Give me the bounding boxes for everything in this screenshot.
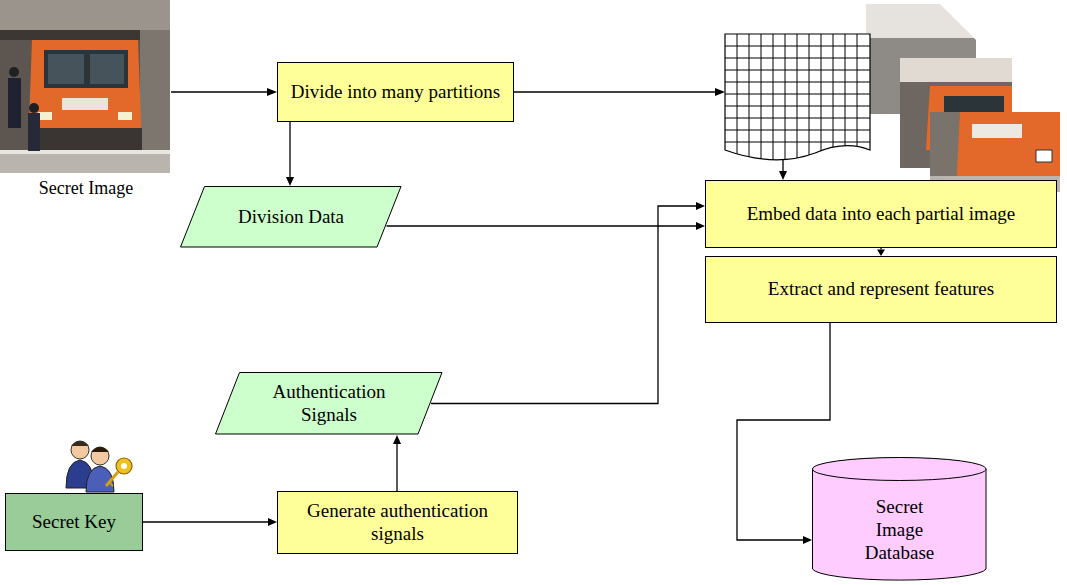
node-text: Authentication Signals	[254, 381, 404, 427]
arrow-head	[286, 177, 294, 186]
node-text: Extract and represent features	[768, 278, 994, 301]
text-holder: Division Data	[180, 186, 402, 248]
connector-line	[396, 444, 397, 491]
arrow-head	[696, 202, 705, 210]
text-holder: Secret Key	[6, 494, 142, 550]
connector	[143, 518, 277, 526]
text-holder: Authentication Signals	[215, 372, 443, 435]
text-holder: Extract and represent features	[706, 257, 1056, 322]
text-group: Divide into many partitions	[291, 81, 501, 104]
key-holder-icon	[66, 441, 132, 492]
arrow-head	[393, 435, 401, 444]
cylinder-top	[813, 458, 987, 481]
text-group: Embed data into each partial image	[747, 203, 1016, 226]
connector-line	[289, 122, 290, 177]
node-text: Division Data	[238, 206, 344, 229]
input-box: Secret Key	[5, 493, 143, 551]
arrow-head	[803, 536, 812, 544]
arrow-head	[268, 518, 277, 526]
train-photo	[0, 0, 170, 173]
node-text: Embed data into each partial image	[747, 203, 1016, 226]
connector-line	[880, 248, 881, 250]
data-parallelogram: Authentication Signals	[215, 372, 443, 435]
text-group: Generate authentication signals	[288, 500, 508, 546]
process-box: Extract and represent features	[705, 256, 1057, 323]
arrow-head	[696, 222, 705, 230]
parallelogram-shape	[216, 373, 443, 435]
partial-images	[866, 4, 1060, 192]
image-caption: Secret Image	[0, 178, 172, 200]
flow-arrow	[514, 88, 725, 96]
connector	[286, 122, 294, 186]
node-text: Generate authentication signals	[288, 500, 508, 546]
text-group: Authentication Signals	[254, 381, 404, 427]
process-box: Divide into many partitions	[277, 62, 514, 122]
partition-grid	[725, 34, 870, 170]
connector	[393, 435, 401, 491]
text-holder: Embed data into each partial image	[706, 181, 1056, 247]
node-text: Secret Image Database	[855, 496, 945, 564]
node-text: Divide into many partitions	[291, 81, 501, 104]
parallelogram-shape	[181, 187, 402, 248]
connector-line	[143, 521, 268, 522]
connector	[387, 222, 705, 230]
connector	[431, 202, 705, 404]
connector-line	[387, 225, 696, 226]
flow-arrow	[171, 88, 277, 96]
text-holder: Generate authentication signals	[278, 492, 517, 553]
node-text: Secret Key	[32, 511, 116, 534]
database-cylinder: Secret Image Database	[812, 457, 987, 582]
connector-line	[431, 206, 696, 404]
process-box: Generate authentication signals	[277, 491, 518, 554]
text-group: Extract and represent features	[768, 278, 994, 301]
text-group: Division Data	[238, 206, 344, 229]
flow-arrow	[779, 160, 787, 180]
process-box: Embed data into each partial image	[705, 180, 1057, 248]
cylinder-body	[813, 458, 987, 580]
text-holder: Divide into many partitions	[278, 63, 513, 121]
text-group: Secret Key	[32, 511, 116, 534]
connector	[877, 248, 885, 256]
data-parallelogram: Division Data	[180, 186, 402, 248]
text-holder: Secret Image Database	[812, 457, 987, 582]
text-group: Secret Image Database	[855, 496, 945, 564]
